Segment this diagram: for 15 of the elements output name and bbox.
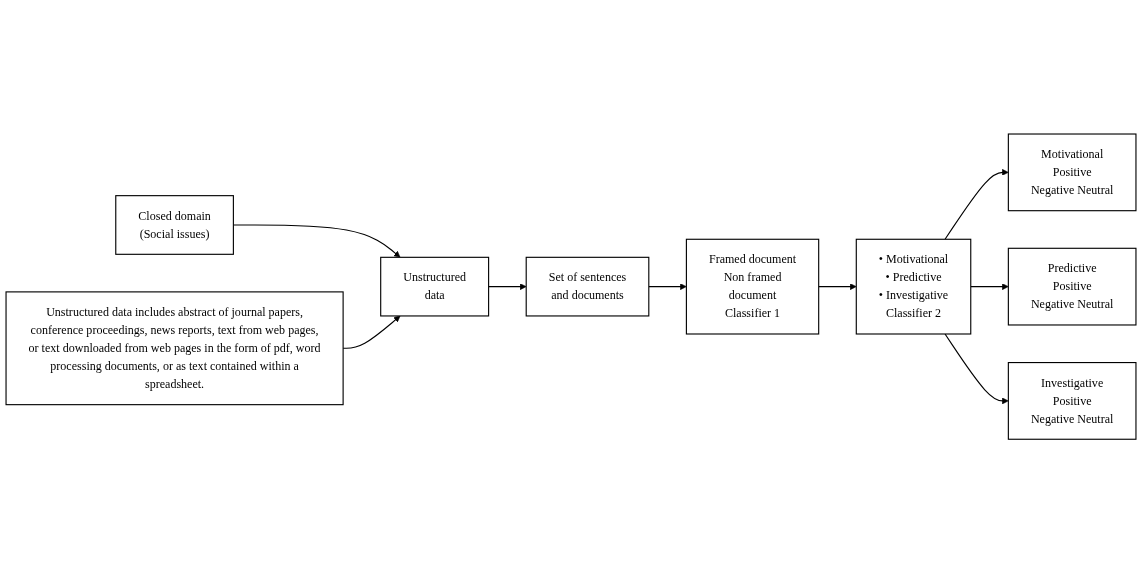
node-box: Investigative Positive Negative Neutral	[1007, 361, 1137, 440]
node-box: Unstructured data includes abstract of journal papers, conference proceedings, news reports, text from web pages, or text downloaded from web pages in the form of pdf, word processing documents, or as text contained within a spreadsheet.	[5, 291, 344, 406]
arrow	[648, 283, 687, 290]
arrow	[970, 283, 1009, 290]
arrow	[944, 168, 1009, 240]
node-box: • Motivational • Predictive • Investigative Classifier 2	[855, 238, 972, 335]
node-box: Motivational Positive Negative Neutral	[1007, 133, 1137, 212]
node-box: Set of sentences and documents	[525, 256, 650, 317]
node-box: Unstructured data	[380, 256, 490, 317]
node-box: Closed domain (Social issues)	[115, 194, 234, 255]
arrow	[488, 283, 527, 290]
arrow	[944, 333, 1009, 405]
node-box: Framed document Non framed document Classifier 1	[685, 238, 820, 335]
node-box: Predictive Positive Negative Neutral	[1007, 247, 1137, 326]
arrow	[818, 283, 857, 290]
